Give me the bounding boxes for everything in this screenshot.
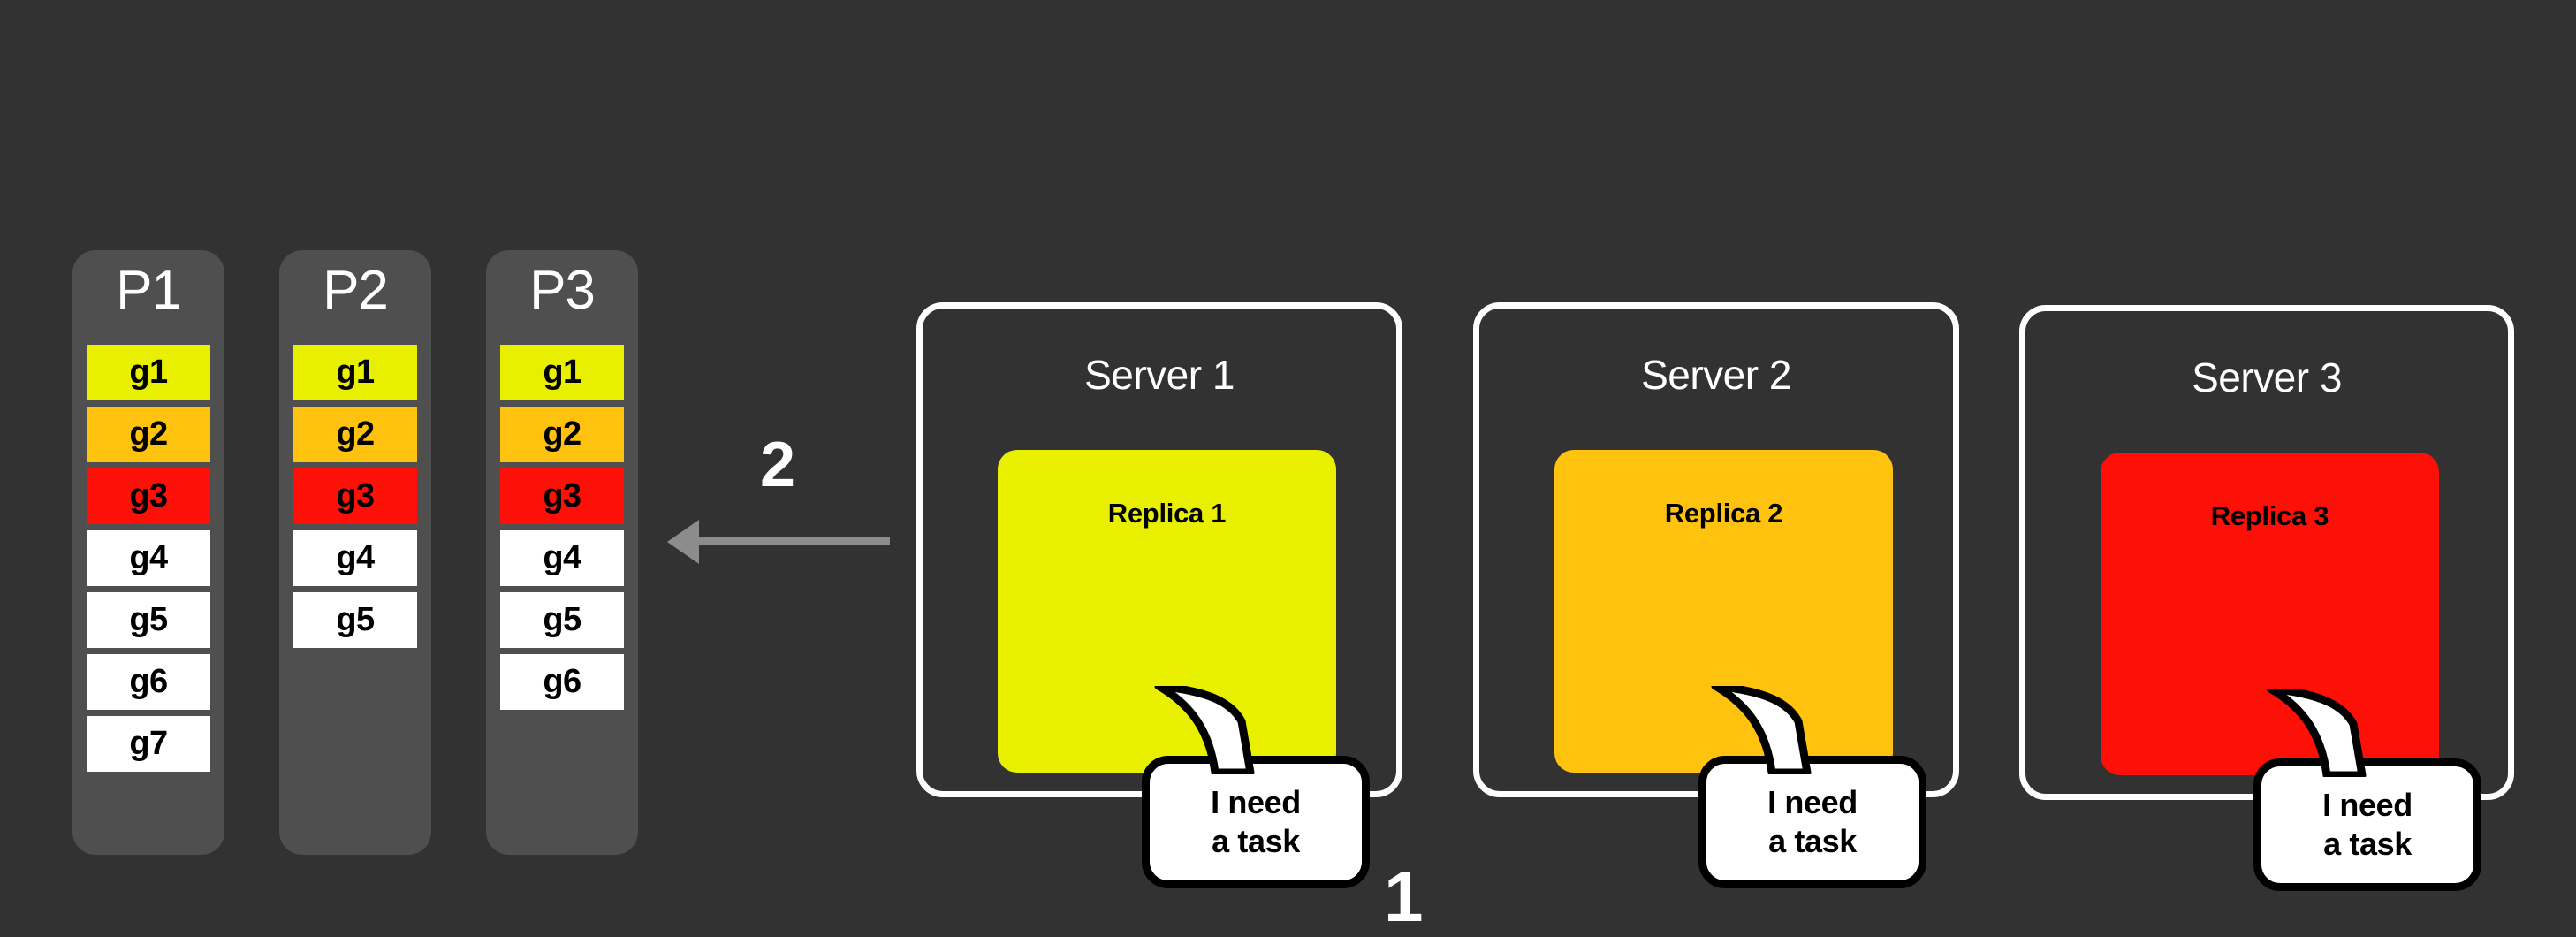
bubble-line-2: a task <box>1768 823 1857 859</box>
group-list: g1 g2 g3 g4 g5 g6 g7 <box>72 345 224 773</box>
group-box: g4 <box>87 530 210 587</box>
bubble-line-2: a task <box>2323 826 2412 862</box>
bubble-line-2: a task <box>1212 823 1300 859</box>
step-two-label: 2 <box>760 430 796 500</box>
group-box: g3 <box>87 468 210 525</box>
speech-bubble-2: I need a task <box>1698 686 1926 888</box>
group-box: g4 <box>500 530 624 587</box>
step-one-label: 1 <box>1384 857 1424 936</box>
replica-label: Replica 1 <box>1107 498 1227 529</box>
replica-label: Replica 2 <box>1664 498 1783 529</box>
partition-column-p2: P2 g1 g2 g3 g4 g5 <box>279 250 431 855</box>
replica-box-3: Replica 3 <box>2101 453 2439 775</box>
group-box: g3 <box>500 468 624 525</box>
partition-column-p1: P1 g1 g2 g3 g4 g5 g6 g7 <box>72 250 224 855</box>
group-box: g6 <box>500 654 624 711</box>
partition-title: P2 <box>323 260 389 321</box>
group-box: g5 <box>293 592 417 649</box>
group-box: g3 <box>293 468 417 525</box>
group-box: g1 <box>500 345 624 401</box>
flow-arrow-group: 2 <box>667 430 890 592</box>
group-box: g5 <box>87 592 210 649</box>
group-box: g6 <box>87 654 210 711</box>
bubble-line-1: I need <box>2322 787 2413 824</box>
bubble-line-1: I need <box>1767 784 1858 821</box>
server-box-3: Server 3 Replica 3 <box>2019 305 2514 800</box>
replica-box-2: Replica 2 <box>1554 450 1893 773</box>
speech-bubble-1: I need a task <box>1142 686 1370 888</box>
arrow-shaft <box>694 537 890 545</box>
group-box: g1 <box>87 345 210 401</box>
group-list: g1 g2 g3 g4 g5 <box>279 345 431 649</box>
group-box: g5 <box>500 592 624 649</box>
group-box: g2 <box>293 407 417 463</box>
speech-bubble-3: I need a task <box>2253 689 2481 891</box>
replica-label: Replica 3 <box>2210 500 2329 531</box>
server-title: Server 3 <box>2192 354 2342 400</box>
group-box: g1 <box>293 345 417 401</box>
group-box: g2 <box>87 407 210 463</box>
bubble-line-1: I need <box>1211 784 1301 821</box>
server-box-1: Server 1 Replica 1 <box>916 302 1402 797</box>
server-box-2: Server 2 Replica 2 <box>1473 302 1959 797</box>
partition-title: P3 <box>529 260 596 321</box>
server-title: Server 1 <box>1084 352 1235 398</box>
partition-title: P1 <box>116 260 182 321</box>
group-box: g4 <box>293 530 417 587</box>
group-box: g7 <box>87 716 210 773</box>
arrow-head-icon <box>667 520 699 564</box>
group-list: g1 g2 g3 g4 g5 g6 <box>486 345 638 711</box>
partition-column-p3: P3 g1 g2 g3 g4 g5 g6 <box>486 250 638 855</box>
group-box: g2 <box>500 407 624 463</box>
replica-box-1: Replica 1 <box>998 450 1336 773</box>
server-title: Server 2 <box>1641 352 1791 398</box>
